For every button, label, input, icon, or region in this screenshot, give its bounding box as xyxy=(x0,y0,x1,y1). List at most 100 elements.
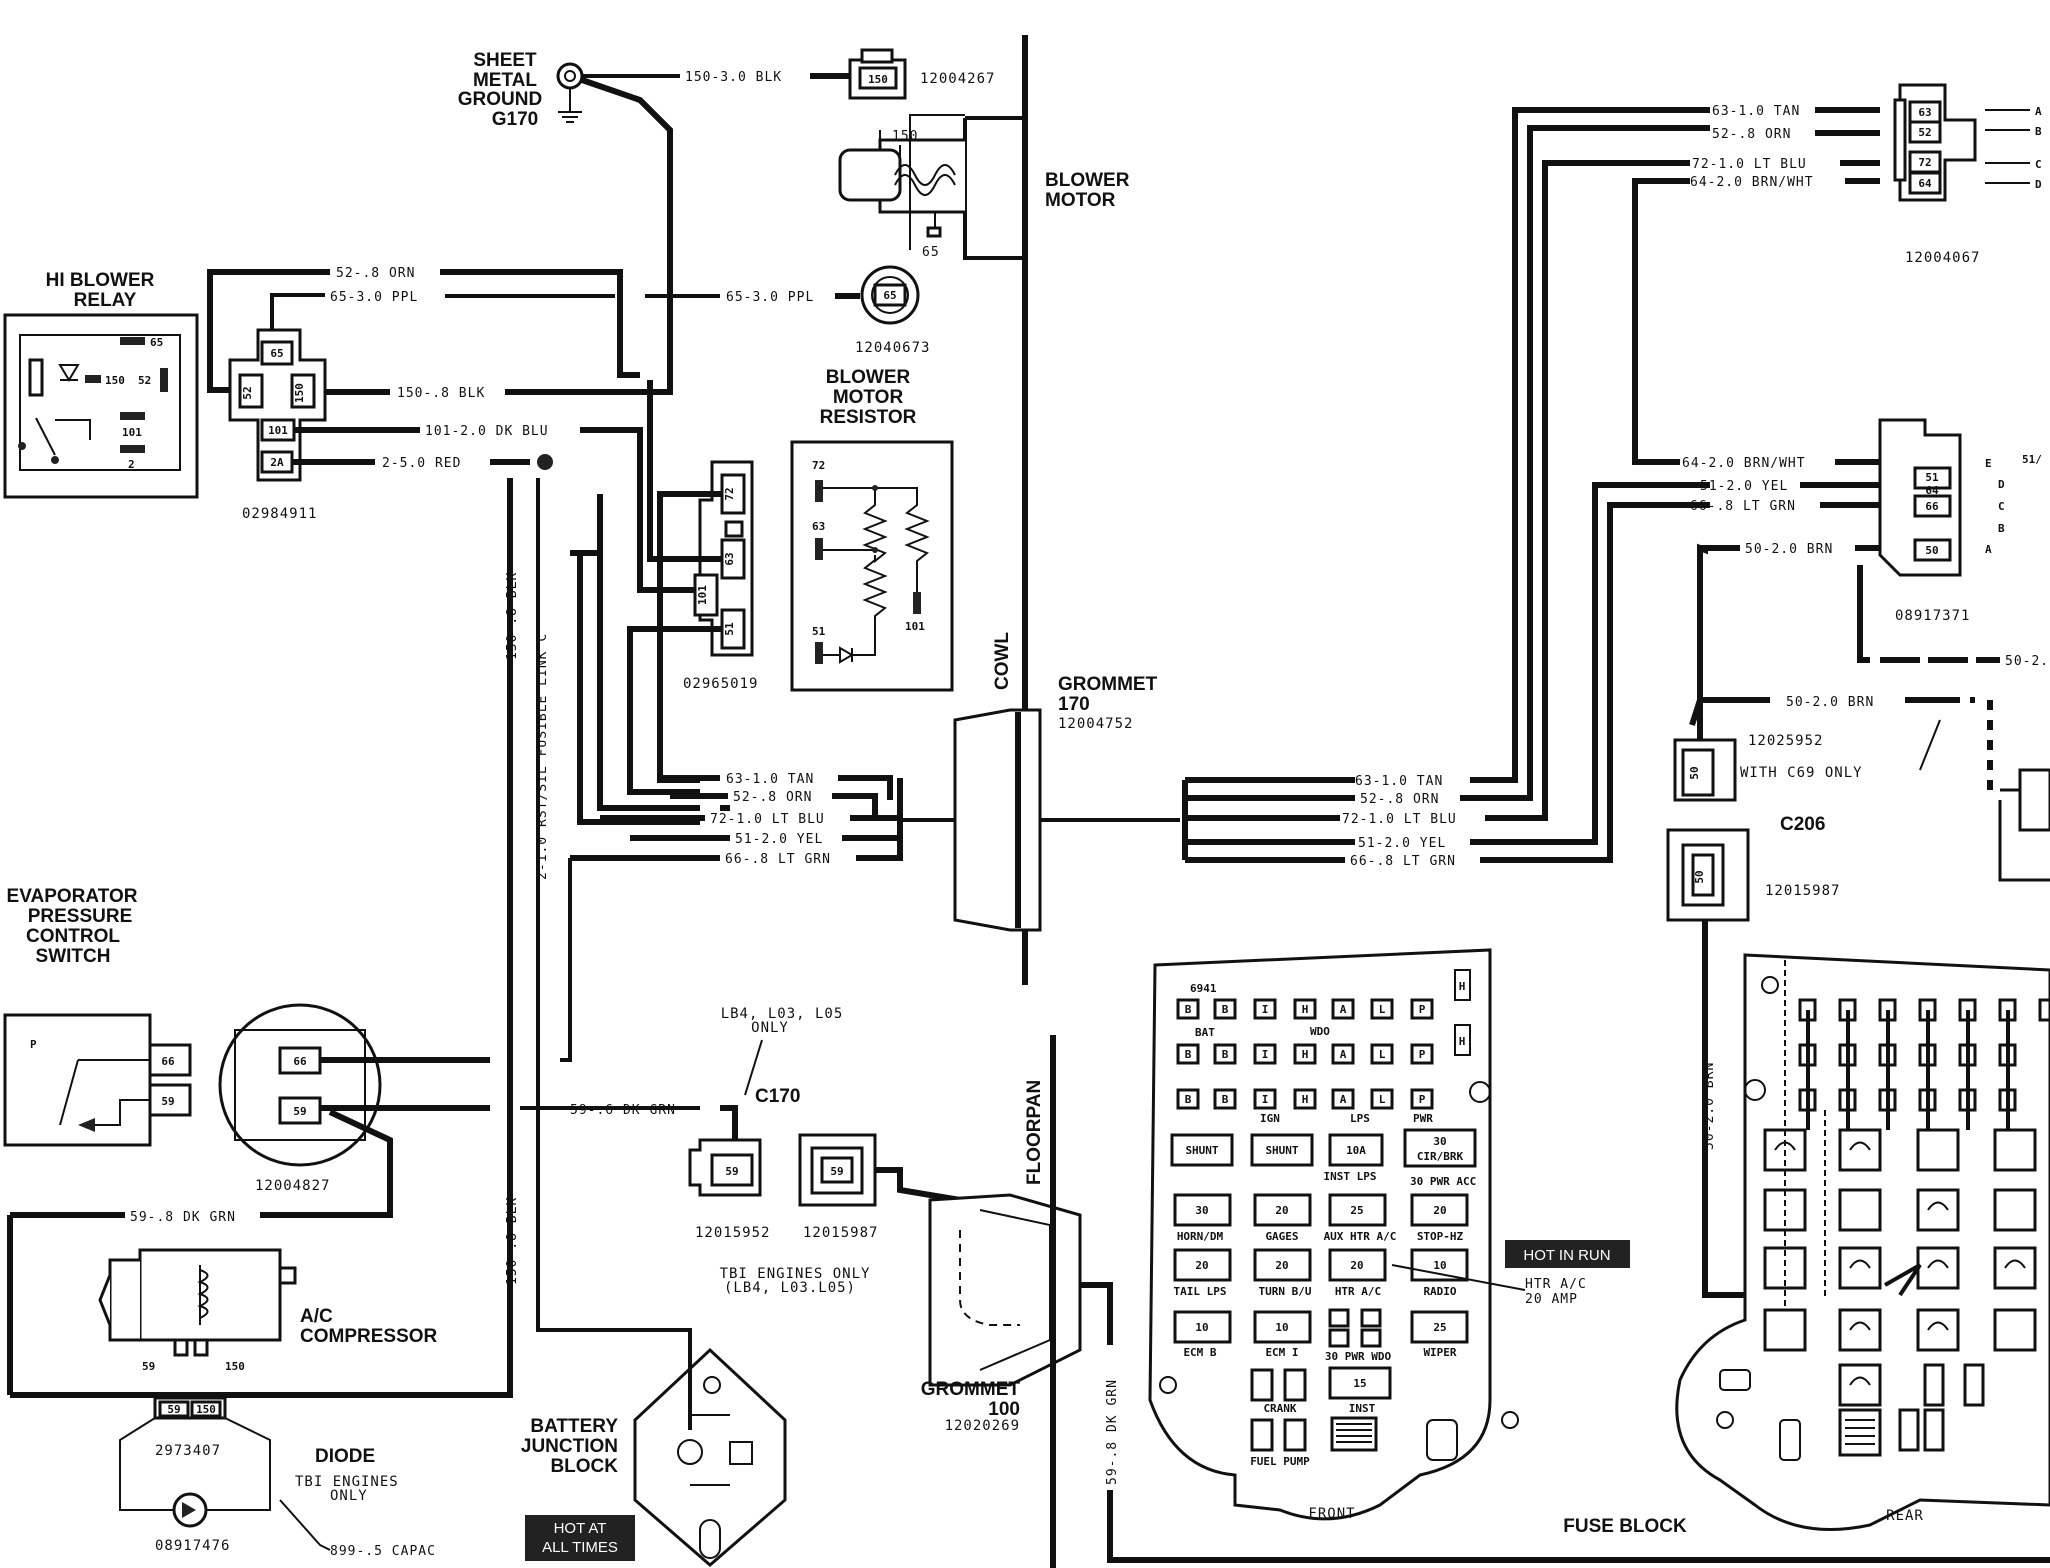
fuse-inst-amp: 15 xyxy=(1353,1377,1366,1390)
top-wire-52-label: 52-.8 ORN xyxy=(1712,127,1791,142)
fuse-h-label-2: H xyxy=(1459,1035,1466,1048)
fr1-0: B xyxy=(1185,1003,1192,1016)
hot-in-run-badge xyxy=(1505,1240,1630,1268)
resistor-label-3: RESISTOR xyxy=(820,407,917,428)
pin-150: 150 xyxy=(868,73,888,86)
relay-pin-52: 52 xyxy=(241,386,254,399)
rc-pin-51: 51 xyxy=(723,622,736,636)
c170-note-1: LB4, L03, L05 xyxy=(721,1006,844,1022)
part-12020269: 12020269 xyxy=(945,1418,1020,1434)
c4067-pin-52: 52 xyxy=(1918,126,1931,139)
top-wire-64-label: 64-2.0 BRN/WHT xyxy=(1690,175,1814,190)
wire-65-label: 65-3.0 PPL xyxy=(330,290,418,305)
ground-label-4: G170 xyxy=(492,109,538,130)
wire-899-label: 899-.5 CAPAC xyxy=(330,1544,436,1559)
diode-label: DIODE xyxy=(315,1446,375,1467)
fuse-wiper-name: WIPER xyxy=(1423,1346,1456,1359)
fr1-4: A xyxy=(1340,1003,1347,1016)
resistor-pin-63: 63 xyxy=(812,520,825,533)
fuse-ign: IGN xyxy=(1260,1112,1280,1125)
fuse-wiper-amp: 25 xyxy=(1433,1321,1446,1334)
fuse-radio-name: RADIO xyxy=(1423,1285,1456,1298)
connector-08917371: 51 64 66 50 E D C B A 51/ 08917371 xyxy=(1878,418,2042,624)
c7371-letter-b: B xyxy=(1998,522,2005,535)
c206-label: C206 xyxy=(1780,814,1825,835)
fuse-row-a: SHUNT SHUNT 10A INST LPS 30 CIR/BRK xyxy=(1170,1128,1477,1183)
fuse-h-label-1: H xyxy=(1459,980,1466,993)
fuse-aux-name: AUX HTR A/C xyxy=(1324,1230,1397,1243)
fr2-4: A xyxy=(1340,1048,1347,1061)
hi-blower-relay: HI BLOWER RELAY 65 150 52 101 2 xyxy=(3,270,199,499)
fuse-pwr-wdo-name: 30 PWR WDO xyxy=(1325,1350,1392,1363)
diode-pin-59: 59 xyxy=(167,1403,180,1416)
c170b-pin-59: 59 xyxy=(830,1165,843,1178)
c7371-letter-a: A xyxy=(1985,543,1992,556)
c170-caption-2: (LB4, L03.L05) xyxy=(724,1280,856,1296)
fuse-rear-label: REAR xyxy=(1886,1508,1924,1524)
c7371-pin-51: 51 xyxy=(1925,471,1939,484)
fuse-ecmi-name: ECM I xyxy=(1265,1346,1298,1359)
mid-wire-50-label: 50-2.0 BRN xyxy=(1745,542,1833,557)
fr3-5: L xyxy=(1379,1093,1386,1106)
blower-motor-label-1: BLOWER xyxy=(1045,170,1130,191)
fuse-pwr: PWR xyxy=(1413,1112,1433,1125)
htr-note-1: HTR A/C xyxy=(1525,1277,1587,1292)
c4067-pin-63: 63 xyxy=(1918,106,1931,119)
c7371-side-label: 51/ xyxy=(2022,453,2042,466)
relay-inner-pin-65: 65 xyxy=(150,336,163,349)
fuse-shunt-1: SHUNT xyxy=(1185,1144,1218,1157)
ground-eyelet-hole-icon xyxy=(564,70,576,82)
compressor-coil-icon xyxy=(197,1265,209,1325)
ground-g170: SHEET METAL GROUND G170 xyxy=(458,50,584,130)
right-wire-66-label: 66-.8 LT GRN xyxy=(1350,854,1456,869)
mid-wire-64-label: 64-2.0 BRN/WHT xyxy=(1682,456,1806,471)
bjb-label-3: BLOCK xyxy=(550,1456,618,1477)
battery-junction-block: BATTERY JUNCTION BLOCK HOT AT ALL TIMES xyxy=(521,1330,787,1567)
connector-12004267: 150 12004267 xyxy=(848,48,994,100)
motor-pin-65: 65 xyxy=(922,245,940,260)
evap-label-4: SWITCH xyxy=(36,946,111,967)
mid-wire-51-label: 51-2.0 YEL xyxy=(1700,479,1788,494)
hot-at-line-2: ALL TIMES xyxy=(542,1539,618,1556)
evap-pin-59: 59 xyxy=(161,1095,174,1108)
relay-pin-150: 150 xyxy=(293,383,306,403)
evap-conn-pin-66: 66 xyxy=(293,1055,307,1068)
evap-connector-12004827: 66 59 12004827 xyxy=(218,1003,382,1194)
rc-pin-72: 72 xyxy=(723,487,736,500)
fuse-relay-row-2: B B I H A L P xyxy=(1176,1043,1434,1065)
fuse-ecmb-amp: 10 xyxy=(1195,1321,1208,1334)
part-02984911: 02984911 xyxy=(242,506,317,522)
diode-note-1: TBI ENGINES xyxy=(295,1474,399,1490)
fuse-htr-amp: 20 xyxy=(1350,1259,1363,1272)
relay-inner-pin-2: 2 xyxy=(128,458,135,471)
c170a-pin-59: 59 xyxy=(725,1165,738,1178)
fr3-2: I xyxy=(1262,1093,1269,1106)
fr2-6: P xyxy=(1419,1048,1426,1061)
c7371-letter-c: C xyxy=(1998,500,2005,513)
grommet-100: FLOORPAN GROMMET 100 12020269 xyxy=(921,1035,1082,1568)
compressor-label-1: A/C xyxy=(300,1306,333,1327)
rear-terminal-grid xyxy=(1763,960,2050,1407)
evap-label-1: EVAPORATOR xyxy=(7,886,138,907)
resistor-label-2: MOTOR xyxy=(833,387,904,408)
fuse-inst-lps: INST LPS xyxy=(1324,1170,1377,1183)
c4067-letter-b: B xyxy=(2035,125,2042,138)
fuse-30-cb: 30 xyxy=(1433,1135,1446,1148)
fuse-fuel-name: FUEL PUMP xyxy=(1250,1455,1310,1468)
connector-12004067: 63 52 72 64 A B C D 12004067 xyxy=(1893,83,2042,266)
cowl-label: COWL xyxy=(992,632,1013,690)
relay-inner-pin-150: 150 xyxy=(105,374,125,387)
diode-pin-150: 150 xyxy=(196,1403,216,1416)
c7371-pin-50: 50 xyxy=(1925,544,1938,557)
wire-150-gnd-label: 150-3.0 BLK xyxy=(685,70,782,85)
fuse-turn-name: TURN B/U xyxy=(1259,1285,1312,1298)
wire-150-relay-label: 150-.8 BLK xyxy=(397,386,485,401)
right-wire-72-label: 72-1.0 LT BLU xyxy=(1342,812,1457,827)
relay-pin-65: 65 xyxy=(270,347,283,360)
evap-pressure-switch: EVAPORATOR PRESSURE CONTROL SWITCH P 66 … xyxy=(3,886,192,1147)
fuse-row-c: 20 TAIL LPS 20 TURN B/U 20 HTR A/C 10 RA… xyxy=(1173,1248,1469,1298)
fr2-0: B xyxy=(1185,1048,1192,1061)
fuse-gages-amp: 20 xyxy=(1275,1204,1288,1217)
c206-wire-label: 50-2.0 BRN xyxy=(1786,695,1874,710)
top-wire-72-label: 72-1.0 LT BLU xyxy=(1692,157,1807,172)
